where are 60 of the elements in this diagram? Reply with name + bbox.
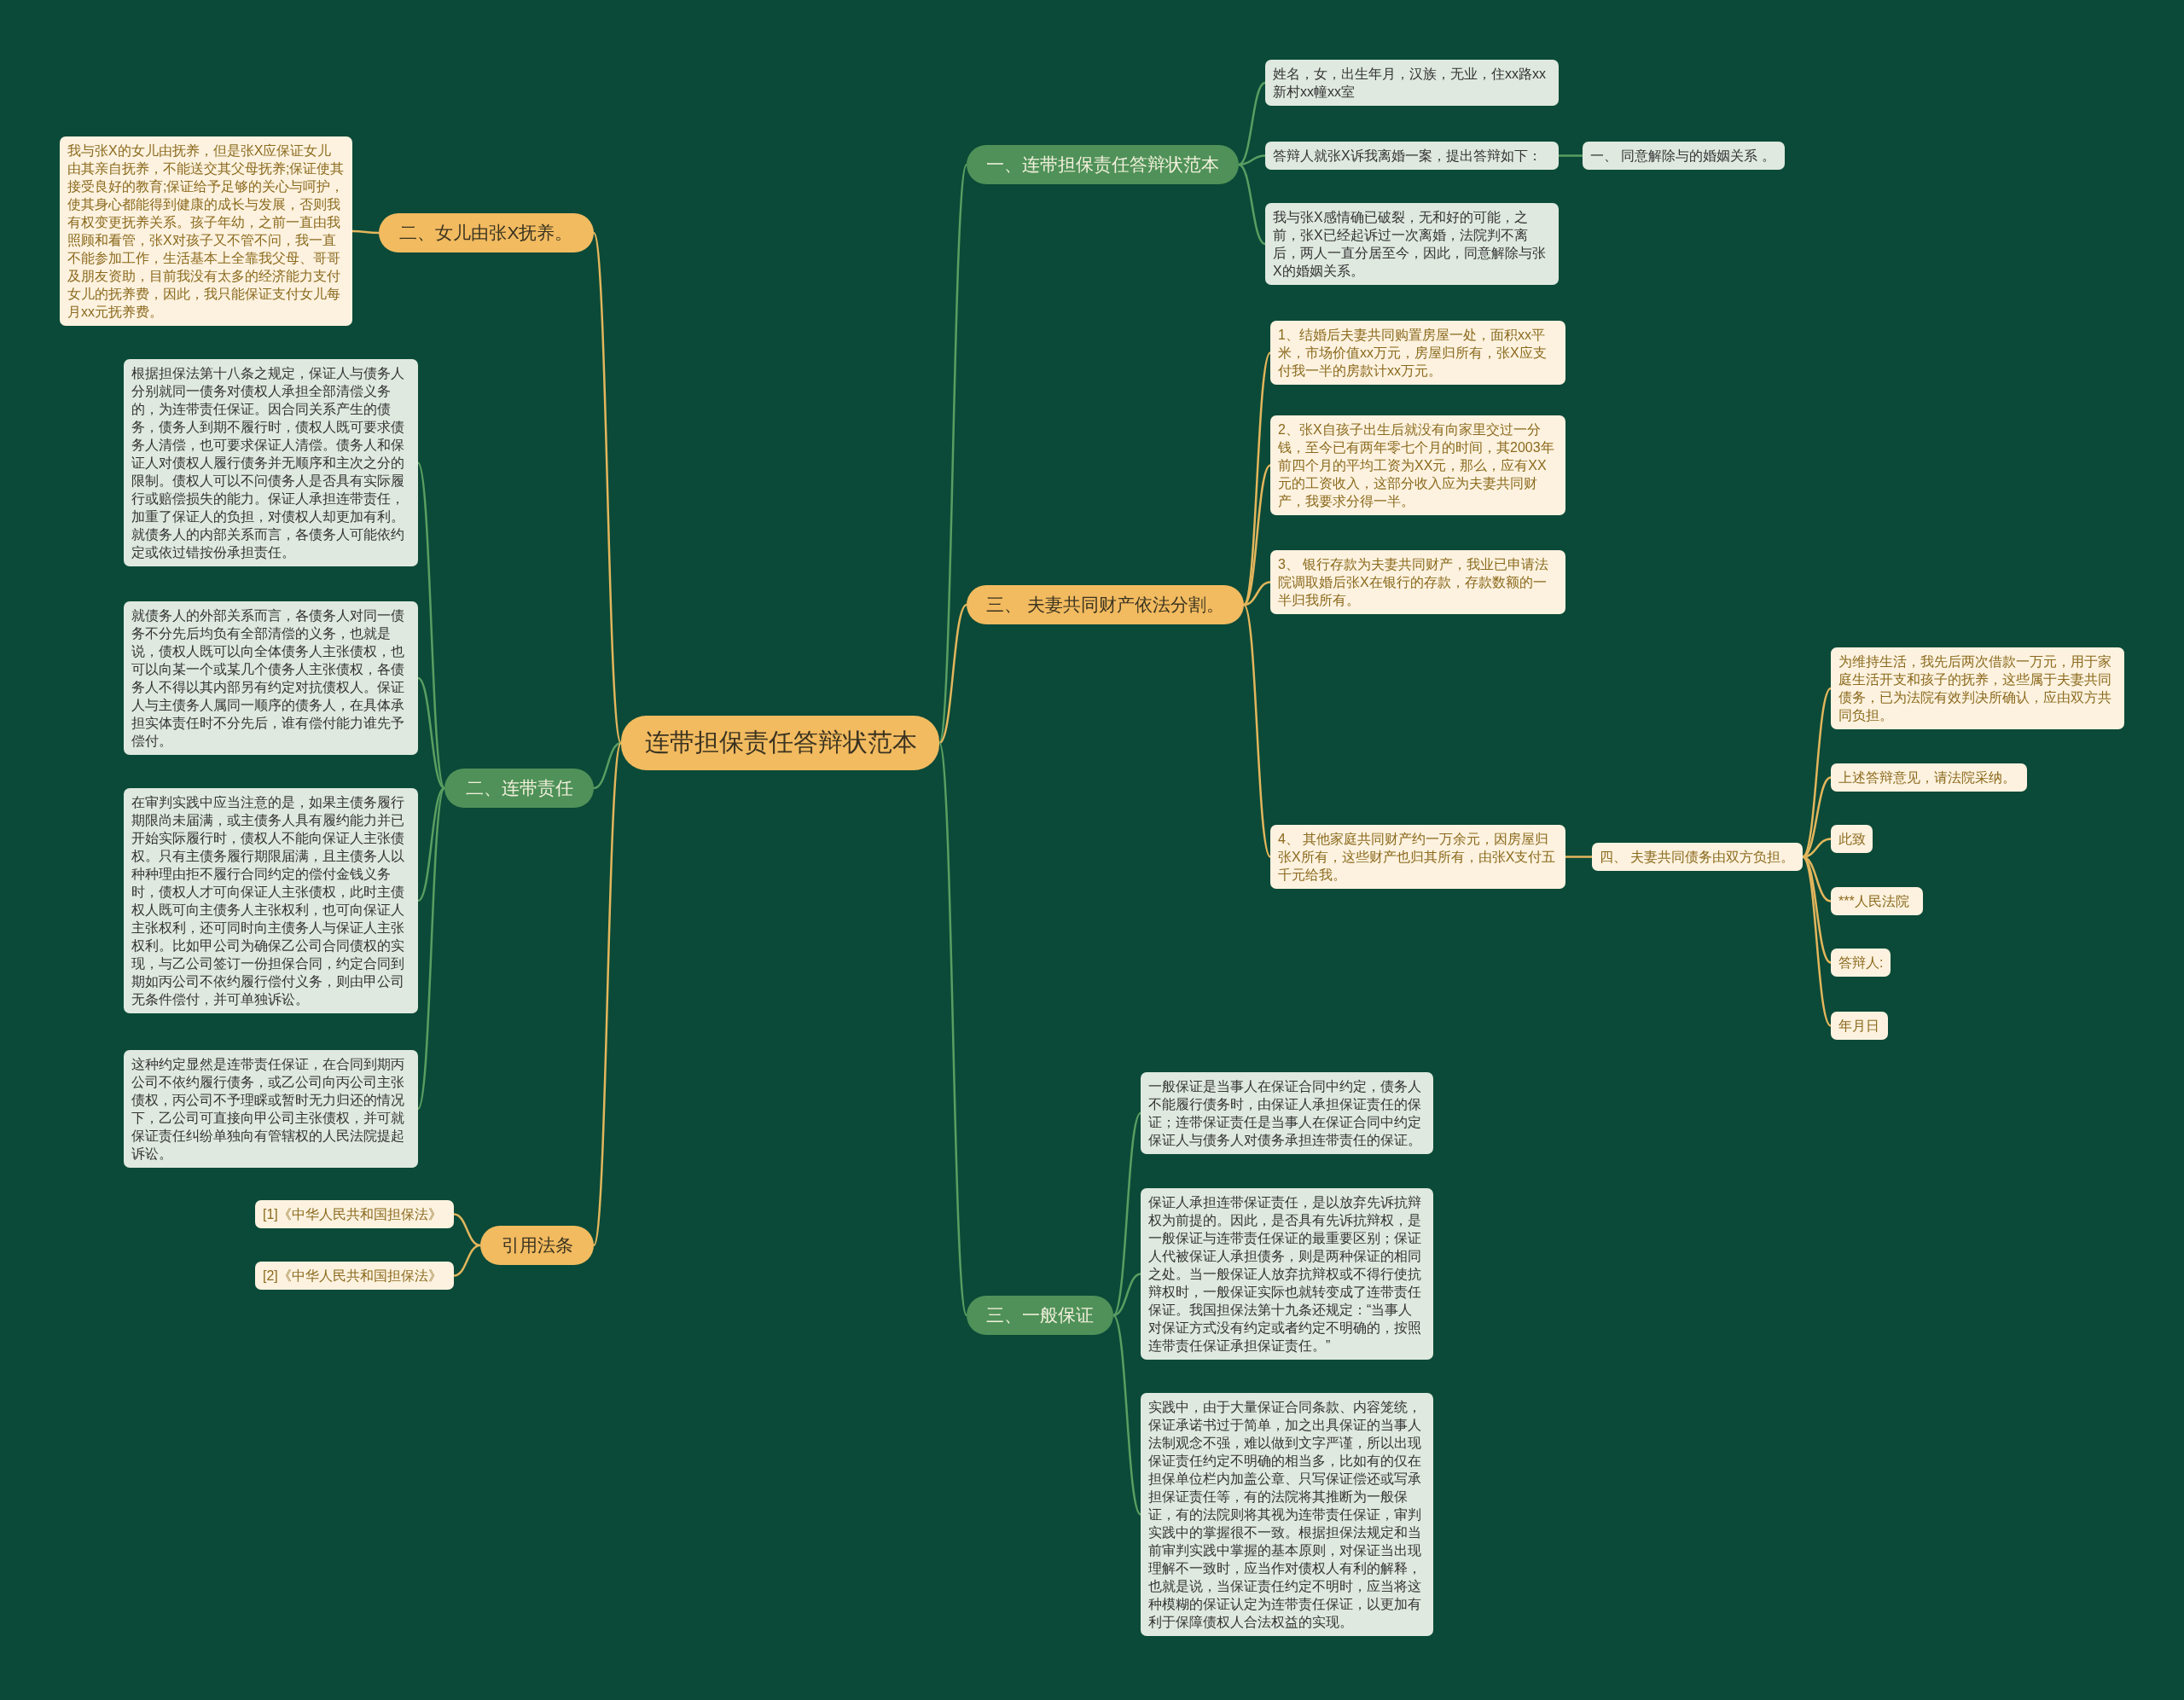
- text-card: [2]《中华人民共和国担保法》: [255, 1262, 454, 1290]
- connector-line: [1802, 776, 1832, 858]
- branch-topic: 三、 夫妻共同财产依法分割。: [967, 585, 1244, 624]
- connector-line: [938, 164, 968, 744]
- connector-line: [1238, 163, 1266, 246]
- connector-line: [416, 461, 446, 789]
- branch-topic: 二、连带责任: [444, 769, 594, 808]
- connector-line: [1242, 604, 1272, 858]
- text-card: 根据担保法第十八条之规定，保证人与债务人分别就同一债务对债权人承担全部清偿义务的，为连带责任保证。因合同关系产生的债务，债务人到期不履行时，债权人既可要求债务人清偿，也可要求保证人清偿。债务人和保证人对债权人履行债务并无顺序和主次之分的限制。债权人可以不问债务人是否具有实际履行或赔偿损失的能力。保证人承担连带责任，加重了保证人的负担，对债权人却更加有利。就债务人的内部关系而言，各债务人可能依约定或依过错按份承担责任。: [124, 359, 418, 566]
- connector-line: [592, 742, 623, 1246]
- connector-line: [593, 741, 622, 790]
- connector-line: [453, 1244, 481, 1277]
- connector-line: [1243, 464, 1271, 606]
- text-card: 年月日: [1831, 1012, 1888, 1040]
- text-card: 我与张X感情确已破裂，无和好的可能，之前，张X已经起诉过一次离婚，法院判不离后，两人一直分居至今，因此，同意解除与张X的婚姻关系。: [1265, 203, 1559, 285]
- connector-line: [352, 229, 379, 235]
- text-card: 2、张X自孩子出生后就没有向家里交过一分钱，至今已有两年零七个月的时间，其2003年前四个月的平均工资为XX元，那么，应有XX元的工资收入，这部分收入应为夫妻共同财产，我要求分得一半。: [1270, 415, 1565, 515]
- connector-line: [1112, 1273, 1141, 1317]
- text-card: 一、 同意解除与的婚姻关系 。: [1583, 142, 1785, 170]
- text-card: 这种约定显然是连带责任保证，在合同到期丙公司不依约履行债务，或乙公司向丙公司主张债权，丙公司不予理睬或暂时无力归还的情况下，乙公司可直接向甲公司主张债权，并可就保证责任纠纷单独向有管辖权的人民法院提起诉讼。: [124, 1050, 418, 1168]
- central-topic: 连带担保责任答辩状范本: [621, 716, 939, 770]
- text-card: 实践中，由于大量保证合同条款、内容笼统，保证承诺书过于简单，加之出具保证的当事人法制观念不强，难以做到文字严谨，所以出现保证责任约定不明确的相当多，比如有的仅在担保单位栏内加盖公章、只写保证偿还或写承担保证责任等，有的法院将其推断为一般保证，有的法院则将其视为连带责任保证，审判实践中的掌握很不一致。根据担保法规定和当前审判实践中掌握的基本原则，对保证当出现理解不一致时，应当作对债权人有利的解释，也就是说，当保证责任约定不明时，应当将这种模糊的保证认定为连带责任保证，以更加有利于保障债权人合法权益的实现。: [1141, 1393, 1433, 1636]
- connector-line: [1802, 856, 1832, 964]
- connector-line: [417, 787, 445, 902]
- connector-line: [592, 232, 623, 744]
- connector-line: [417, 677, 445, 789]
- text-card: 3、 银行存款为夫妻共同财产，我业已申请法院调取婚后张X在银行的存款，存款数额的一半归我所有。: [1270, 550, 1565, 614]
- branch-topic: 二、女儿由张X抚养。: [379, 213, 594, 252]
- text-card: 我与张X的女儿由抚养，但是张X应保证女儿由其亲自抚养，不能送交其父母抚养;保证使其接受良好的教育;保证给予足够的关心与呵护，使其身心都能得到健康的成长与发展，否则我有权变更抚养关系。孩子年幼，之前一直由我照顾和看管，张X对孩子又不管不问，我一直不能参加工作，生活基本上全靠我父母、哥哥及朋友资助，目前我没有太多的经济能力支付女儿的抚养费，因此，我只能保证支付女儿每月xx元抚养费。: [60, 136, 352, 326]
- connector-line: [1802, 688, 1832, 858]
- connector-line: [938, 604, 967, 744]
- connector-line: [453, 1213, 481, 1247]
- connector-line: [1802, 856, 1832, 1027]
- text-card: ***人民法院: [1831, 887, 1923, 915]
- text-card: 一般保证是当事人在保证合同中约定，债务人不能履行债务时，由保证人承担保证责任的保证；连带保证责任是当事人在保证合同中约定保证人与债务人对债务承担连带责任的保证。: [1141, 1072, 1433, 1154]
- branch-topic: 三、一般保证: [967, 1296, 1113, 1335]
- text-card: 为维持生活，我先后两次借款一万元，用于家庭生活开支和孩子的抚养，这些属于夫妻共同债务，已为法院有效判决所确认，应由双方共同负担。: [1831, 647, 2124, 729]
- connector-line: [1242, 351, 1272, 606]
- branch-topic: 引用法条: [480, 1226, 594, 1265]
- text-card: 4、 其他家庭共同财产约一万余元，因房屋归张X所有，这些财产也归其所有，由张X支付五千元给我。: [1270, 825, 1565, 889]
- text-card: 1、结婚后夫妻共同购置房屋一处，面积xx平米，市场价值xx万元，房屋归所有，张X应支付我一半的房款计xx万元。: [1270, 321, 1565, 385]
- text-card: 保证人承担连带保证责任，是以放弃先诉抗辩权为前提的。因此，是否具有先诉抗辩权，是一般保证与连带责任保证的最重要区别；保证人代被保证人承担债务，则是两种保证的相同之处。当一般保证人放弃抗辩权或不得行使抗辩权时，一般保证实际也就转变成了连带责任保证。我国担保法第十九条还规定：“当事人对保证方式没有约定或者约定不明确的，按照连带责任保证承担保证责任。”: [1141, 1188, 1433, 1360]
- connector-line: [1112, 1314, 1141, 1516]
- text-card: 四、 夫妻共同债务由双方负担。: [1592, 843, 1803, 871]
- text-card: 此致: [1831, 825, 1873, 853]
- text-card: 答辩人就张X诉我离婚一案，提出答辩如下：: [1265, 142, 1559, 170]
- branch-topic: 一、连带担保责任答辩状范本: [967, 145, 1239, 184]
- connector-line: [938, 742, 968, 1316]
- connector-line: [1565, 856, 1592, 858]
- connector-line: [416, 787, 446, 1110]
- connector-line: [1112, 1112, 1141, 1316]
- connector-line: [1238, 81, 1266, 166]
- text-card: 姓名，女，出生年月，汉族，无业，住xx路xx新村xx幢xx室: [1265, 60, 1559, 106]
- connector-line: [1559, 154, 1583, 157]
- text-card: 上述答辩意见，请法院采纳。: [1831, 763, 2027, 792]
- text-card: 就债务人的外部关系而言，各债务人对同一债务不分先后均负有全部清偿的义务，也就是说，债权人既可以向全体债务人主张债权，也可以向某一个或某几个债务人主张债权，各债务人不得以其内部另有约定对抗债权人。保证人与主债务人属同一顺序的债务人，在具体承担实体责任时不分先后，谁有偿付能力谁先予偿付。: [124, 601, 418, 755]
- text-card: [1]《中华人民共和国担保法》: [255, 1200, 454, 1228]
- text-card: 在审判实践中应当注意的是，如果主债务履行期限尚未届满，或主债务人具有履约能力并已开始实际履行时，债权人不能向保证人主张债权。只有主债务履行期限届满，且主债务人以种种理由拒不履行合同约定的偿付金钱义务时，债权人才可向保证人主张债权，此时主债权人既可向主债务人主张权利，也可向保证人主张权利，还可同时向主债务人与保证人主张权利。比如甲公司为确保乙公司合同债权的实现，与乙公司签订一份担保合同，约定合同到期如丙公司不依约履行偿付义务，则由甲公司无条件偿付，并可单独诉讼。: [124, 788, 418, 1013]
- text-card: 答辩人:: [1831, 949, 1891, 977]
- connector-line: [1243, 581, 1271, 606]
